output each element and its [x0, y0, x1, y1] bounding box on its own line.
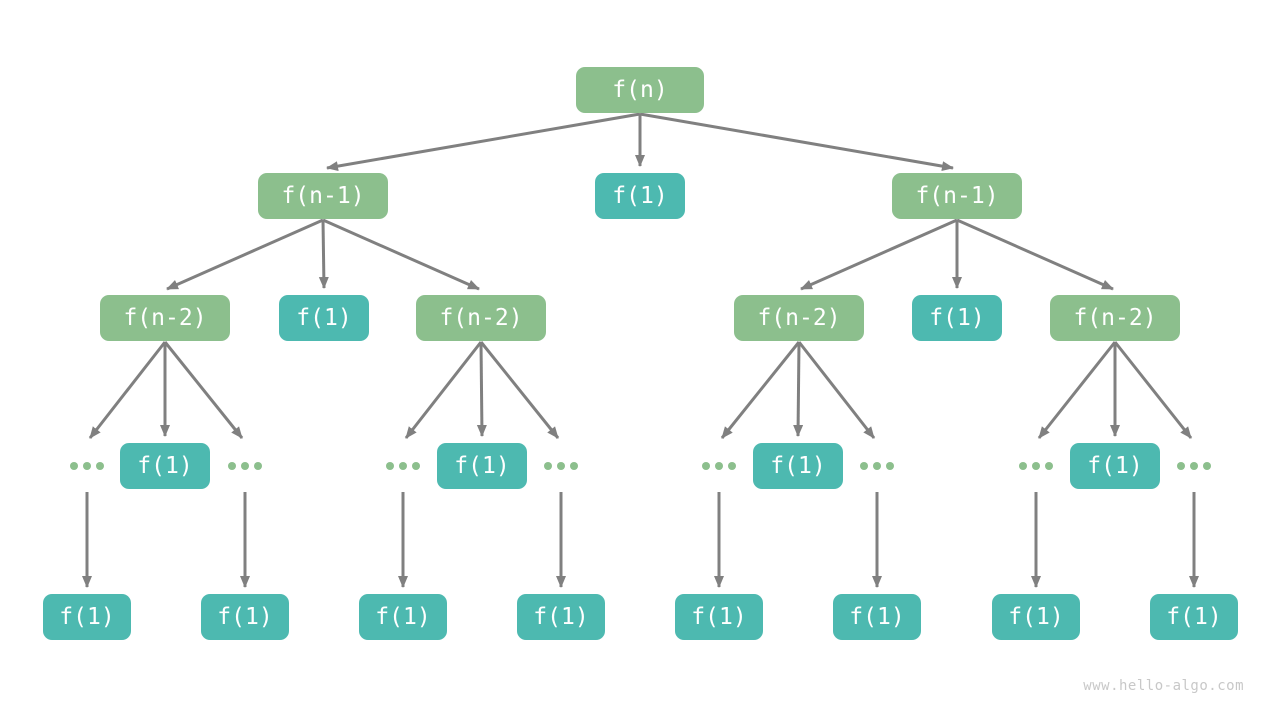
dot-icon — [886, 462, 894, 470]
dot-icon — [399, 462, 407, 470]
node-f1-l4-4: f(1) — [1070, 443, 1160, 489]
node-f1-l3-2: f(1) — [912, 295, 1002, 341]
leaf-f1-1: f(1) — [43, 594, 131, 640]
leaf-f1-4: f(1) — [517, 594, 605, 640]
dot-icon — [860, 462, 868, 470]
dot-icon — [96, 462, 104, 470]
ellipsis-node-4 — [544, 462, 578, 470]
ellipsis-node-8 — [1177, 462, 1211, 470]
ellipsis-node-7 — [1019, 462, 1053, 470]
leaf-f1-2: f(1) — [201, 594, 289, 640]
dot-icon — [1190, 462, 1198, 470]
edge — [476, 341, 487, 437]
node-f1-l4-1: f(1) — [120, 443, 210, 489]
dot-icon — [1019, 462, 1027, 470]
edge — [639, 112, 954, 172]
edge — [322, 218, 480, 291]
edge — [166, 218, 324, 291]
edge — [404, 341, 483, 439]
dot-icon — [557, 462, 565, 470]
dot-icon — [241, 462, 249, 470]
node-fn2-3: f(n-2) — [734, 295, 864, 341]
edge — [88, 341, 167, 439]
dot-icon — [1032, 462, 1040, 470]
node-fn1-left: f(n-1) — [258, 173, 388, 219]
dot-icon — [83, 462, 91, 470]
watermark: www.hello-algo.com — [1083, 678, 1244, 694]
edge — [326, 112, 641, 172]
node-fn1-right: f(n-1) — [892, 173, 1022, 219]
ellipsis-node-5 — [702, 462, 736, 470]
leaf-f1-3: f(1) — [359, 594, 447, 640]
ellipsis-node-3 — [386, 462, 420, 470]
leaf-f1-6: f(1) — [833, 594, 921, 640]
node-fn2-4: f(n-2) — [1050, 295, 1180, 341]
dot-icon — [412, 462, 420, 470]
leaf-f1-7: f(1) — [992, 594, 1080, 640]
ellipsis-node-6 — [860, 462, 894, 470]
node-f1-l3-1: f(1) — [279, 295, 369, 341]
edge — [800, 218, 958, 291]
dot-icon — [544, 462, 552, 470]
ellipsis-node-1 — [70, 462, 104, 470]
dot-icon — [254, 462, 262, 470]
dot-icon — [1177, 462, 1185, 470]
node-fn2-2: f(n-2) — [416, 295, 546, 341]
dot-icon — [70, 462, 78, 470]
leaf-f1-5: f(1) — [675, 594, 763, 640]
dot-icon — [386, 462, 394, 470]
node-f1-l4-3: f(1) — [753, 443, 843, 489]
edge — [797, 341, 876, 439]
node-f1-mid: f(1) — [595, 173, 685, 219]
dot-icon — [702, 462, 710, 470]
dot-icon — [728, 462, 736, 470]
edge — [318, 219, 329, 289]
edge — [956, 218, 1114, 291]
dot-icon — [873, 462, 881, 470]
edge — [163, 341, 244, 439]
edge — [479, 341, 560, 439]
dot-icon — [228, 462, 236, 470]
edge — [1037, 341, 1117, 439]
ellipsis-node-2 — [228, 462, 262, 470]
node-f1-l4-2: f(1) — [437, 443, 527, 489]
dot-icon — [1045, 462, 1053, 470]
dot-icon — [1203, 462, 1211, 470]
node-fn: f(n) — [576, 67, 704, 113]
dot-icon — [570, 462, 578, 470]
dot-icon — [715, 462, 723, 470]
edge — [720, 341, 801, 439]
edge — [793, 341, 804, 437]
edge — [1113, 341, 1193, 439]
leaf-f1-8: f(1) — [1150, 594, 1238, 640]
node-fn2-1: f(n-2) — [100, 295, 230, 341]
